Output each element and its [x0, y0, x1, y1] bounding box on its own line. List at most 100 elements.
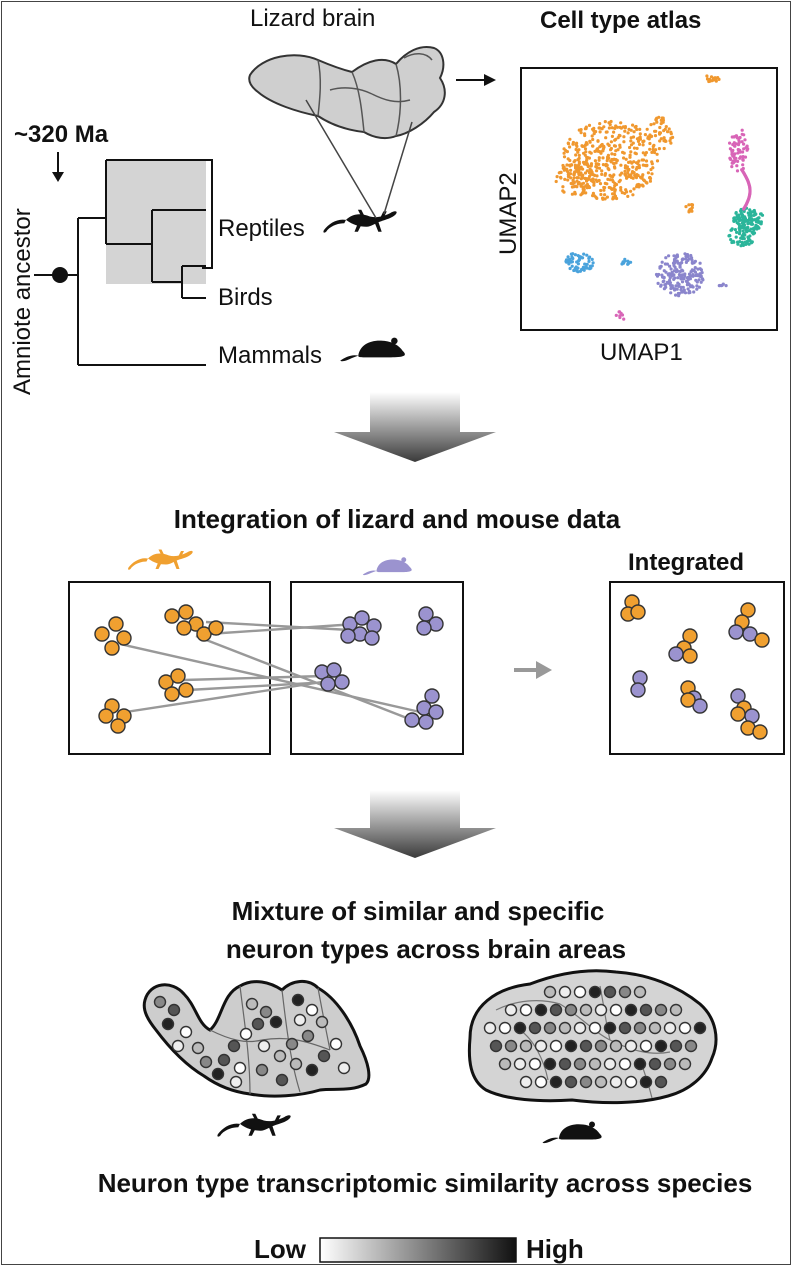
umap-point [664, 270, 668, 274]
neuron-dot [191, 1041, 205, 1055]
umap-point [691, 274, 695, 278]
neuron-dot [519, 1003, 533, 1017]
umap-point [568, 257, 572, 262]
neuron-dot [639, 1039, 653, 1053]
umap-point [589, 172, 593, 176]
umap-point [579, 128, 583, 132]
right-arrow-icon [456, 74, 496, 86]
neuron-dot [273, 1049, 287, 1063]
umap-point [612, 186, 616, 190]
umap-point [730, 228, 734, 232]
umap-point [585, 182, 590, 187]
integration-panel: Integration of lizard and mouse data Int… [68, 504, 785, 755]
umap-point [695, 287, 699, 291]
umap-point [666, 272, 670, 276]
neuron-dot [504, 1003, 518, 1017]
umap-point [752, 210, 756, 214]
umap-point [579, 183, 584, 187]
umap-point [668, 139, 672, 143]
neuron-dot [519, 1075, 533, 1089]
umap-point [693, 266, 697, 270]
neuron-dot [678, 1021, 692, 1035]
umap-point [632, 146, 637, 150]
umap-point [609, 140, 614, 144]
umap-point [736, 240, 740, 244]
umap-point [601, 197, 605, 201]
umap-point [650, 172, 654, 176]
neuron-dot [329, 1037, 343, 1051]
lizard-cell-dot [164, 608, 180, 624]
umap-point [737, 222, 741, 226]
umap-point [614, 313, 618, 317]
umap-point [603, 120, 607, 124]
lizard-cell-dot [680, 692, 696, 708]
lizard-cell-dot [108, 616, 124, 632]
umap-point [590, 257, 594, 261]
umap-point [728, 147, 733, 151]
right-arrow-icon [514, 661, 552, 679]
umap-point [700, 277, 705, 281]
umap-point [636, 139, 641, 143]
umap-point [633, 151, 637, 155]
neuron-dot [648, 1021, 662, 1035]
time-label: ~320 Ma [14, 121, 109, 148]
neuron-dot [251, 1017, 265, 1031]
umap-point [660, 260, 664, 264]
neuron-dot [315, 1015, 329, 1029]
mouse-cell-dot [728, 624, 744, 640]
umap-point [680, 289, 685, 293]
umap-point [695, 273, 700, 277]
umap-point [652, 150, 657, 155]
umap-point [650, 162, 654, 166]
umap-point [657, 272, 661, 277]
neuron-dot [618, 1057, 632, 1071]
umap-point [631, 123, 635, 127]
umap-point [598, 182, 603, 186]
umap-point [576, 170, 580, 174]
umap-point [753, 218, 758, 222]
umap-point [747, 221, 751, 225]
neuron-dot [579, 1039, 593, 1053]
umap-point [578, 269, 583, 273]
umap-point [645, 181, 649, 185]
umap-point [599, 192, 603, 197]
umap-point [589, 151, 593, 155]
mouse-cell-dot [334, 674, 350, 690]
umap-point [604, 136, 608, 140]
umap-point [619, 188, 623, 192]
umap-point [576, 150, 580, 154]
umap-point [624, 173, 628, 178]
lizard-cell-dot [730, 706, 746, 722]
umap-point [614, 137, 618, 141]
neuron-dot [618, 1021, 632, 1035]
umap-point [598, 130, 602, 134]
umap-point [740, 212, 744, 216]
umap-point [618, 310, 622, 314]
lizard-cell-dot [630, 604, 646, 620]
umap-point [749, 227, 753, 231]
umap-point [644, 159, 649, 163]
lizard-cell-dot [158, 674, 174, 690]
neuron-dot [317, 1049, 331, 1063]
umap-point [613, 181, 617, 185]
umap-point [645, 163, 649, 167]
umap-point [742, 216, 746, 220]
umap-point [713, 76, 717, 80]
umap-point [730, 165, 734, 169]
umap-point [664, 139, 668, 143]
umap-point [602, 125, 606, 129]
umap-point [673, 265, 677, 269]
umap-point [623, 129, 627, 133]
umap-point [652, 122, 656, 126]
clade-shade [106, 160, 206, 284]
umap-point [559, 176, 563, 180]
umap-point [686, 258, 690, 262]
umap-point [585, 262, 589, 266]
umap-point [612, 165, 617, 169]
umap-point [596, 139, 600, 143]
umap-point [677, 294, 681, 298]
umap-point [568, 137, 572, 141]
lizard-cell-dot [164, 686, 180, 702]
umap-point [628, 145, 632, 150]
